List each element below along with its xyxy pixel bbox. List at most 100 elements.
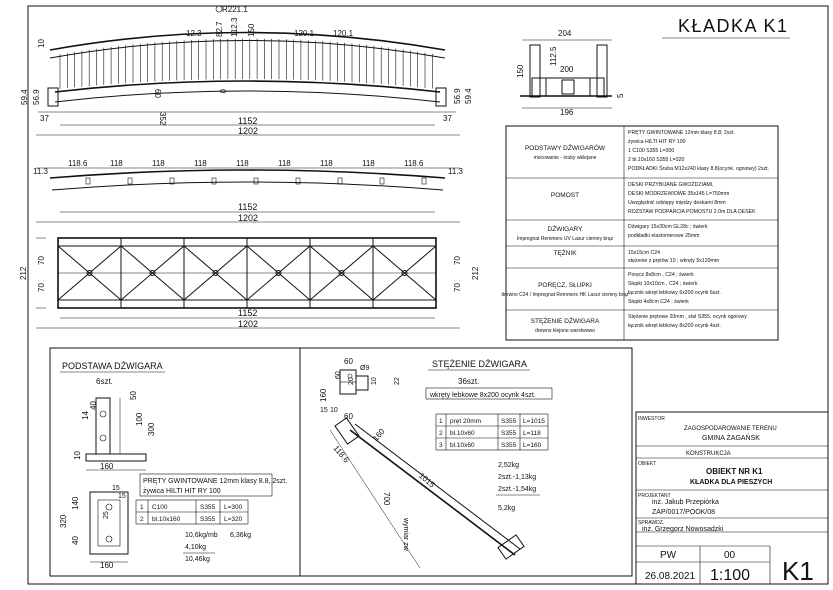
truss-right-3: 70 xyxy=(453,283,462,292)
deck-segment: 118.6 xyxy=(404,159,424,168)
top-radius: R221.1 xyxy=(222,5,248,14)
deck-segment: 118 xyxy=(194,159,207,168)
truss-right-1: 212 xyxy=(471,266,480,280)
tb-object-1: OBIEKT NR K1 xyxy=(706,467,763,476)
spec-line: Uwzględnić odstępy między deskami 8mm xyxy=(628,200,726,206)
spec-label: STĘŻENIE DŹWIGARA xyxy=(531,316,600,325)
brace-part-cell: 2 xyxy=(439,430,443,437)
base-resin: żywica HILTI HIT RY 100 xyxy=(143,488,221,495)
brace-part-cell: 3 xyxy=(439,442,443,449)
brace-side-4: 700 xyxy=(382,492,391,506)
spec-line: DESKI MODRZEWIOWE 35x145 L=750mm xyxy=(628,191,729,197)
base-part-cell: 2 xyxy=(140,516,144,523)
deck-bracket xyxy=(295,177,301,185)
spec-line: 1 C100 S355 L=300 xyxy=(628,148,674,154)
deck-segment: 118 xyxy=(278,159,291,168)
spec-label: PORĘCZ, SŁUPKI xyxy=(538,282,592,289)
truss-left-2: 70 xyxy=(37,256,46,265)
dim-top-6: 120.1 xyxy=(333,29,354,38)
spec-line: łącznik wkręt łebkowy 6x200 ocynk 6szt. xyxy=(628,290,721,296)
brace-part-cell: L=1015 xyxy=(523,418,545,425)
deck-bracket xyxy=(169,177,175,185)
tb-investor-2: GMINA ŻAGAŃSK xyxy=(702,433,760,442)
brace-side-2: 118.6 xyxy=(331,444,351,465)
base-rods: PRĘTY GWINTOWANE 12mm klasy 8.8, 2szt. xyxy=(143,478,287,485)
truss-node xyxy=(212,270,219,276)
brace-part-cell: L=118 xyxy=(523,430,541,437)
base-dim-13: 25 xyxy=(103,511,110,519)
base-weight-4: 10,46kg xyxy=(185,556,210,563)
drawing-title: KŁADKA K1 xyxy=(678,16,789,36)
base-dim-11: 160 xyxy=(100,561,114,570)
deck-bracket xyxy=(211,177,217,185)
truss-diagonal xyxy=(183,245,248,301)
section-post: 112.5 xyxy=(549,46,558,66)
spec-sub: mocowanie - śruby wklejane xyxy=(534,155,597,161)
base-part-cell: L=300 xyxy=(224,504,243,511)
base-part-cell: L=320 xyxy=(224,516,243,523)
deck-segment: 118 xyxy=(152,159,165,168)
tb-number: 00 xyxy=(724,550,736,561)
dim-right-1: 59.4 xyxy=(464,88,473,104)
truss-diagonal xyxy=(372,245,437,301)
base-weight-1: 10,6kg/mb xyxy=(185,532,218,539)
spec-line: Dźwigary 15x30cm GL28c ; świerk xyxy=(628,224,708,230)
brace-side-3: 1015 xyxy=(417,471,437,490)
base-title: PODSTAWA DŹWIGARA xyxy=(62,361,163,371)
spec-sub: Impregnat Remmers UV Lasur ciemny brąz xyxy=(517,236,614,242)
tb-scale: 1:100 xyxy=(710,567,750,584)
elev-span-inner: 1152 xyxy=(238,116,257,126)
base-dim-14: 15 xyxy=(118,493,126,500)
spec-label: POMOST xyxy=(551,192,579,199)
base-part-cell: bl.10x160 xyxy=(152,516,181,523)
spec-line: łącznik wkręt łebkowy 8x200 ocynk 4szt. xyxy=(628,323,721,329)
cross-section-view: 204 200 150 112.5 196 5 xyxy=(516,29,625,117)
base-dim-8: 320 xyxy=(59,514,68,528)
tb-stage: KONSTRUKCJA xyxy=(686,451,731,457)
truss-node xyxy=(86,270,93,276)
truss-diagonal xyxy=(309,245,374,301)
deck-segment: 118.6 xyxy=(68,159,88,168)
spec-label: TĘŻNIK xyxy=(553,248,577,257)
deck-bracket xyxy=(85,177,91,185)
deck-segment: 118 xyxy=(320,159,333,168)
spec-line: 15x15cm C24 xyxy=(628,250,660,256)
deck-bracket xyxy=(421,177,427,185)
brace-dim-5: 22 xyxy=(394,377,401,385)
truss-left-1: 212 xyxy=(19,266,28,280)
brace-part-cell: S355 xyxy=(501,418,517,425)
tb-object-2: KŁADKA DLA PIESZYCH xyxy=(690,479,772,486)
brace-part-cell: 1 xyxy=(439,418,443,425)
spec-sub: drewno C24 / Impregnat Remmers HK Lasur … xyxy=(501,292,629,298)
tb-checker-label: SPRAWDZ. xyxy=(638,520,664,526)
spec-line: Słupki 10x10cm , C24 ; świerk xyxy=(628,281,698,287)
brace-dim-2: Ø9 xyxy=(360,365,369,372)
base-dim-2: 40 xyxy=(89,401,98,410)
brace-part-cell: S355 xyxy=(501,430,517,437)
spec-line: PRĘTY GWINTOWANE 12mm klasy 8.8; 2szt. xyxy=(628,130,735,136)
section-height: 150 xyxy=(516,64,525,78)
details-frame xyxy=(49,347,633,577)
brace-dim-7: 160 xyxy=(319,388,328,402)
dim-top-3: 112.3 xyxy=(230,17,239,37)
tb-sheet-label: PW xyxy=(660,550,677,561)
spec-line: ROZSTAW PODPARCIA POMOSTU 2.0m DLA DESEK xyxy=(628,209,756,215)
dim-left-4: 37 xyxy=(40,114,49,123)
tb-code: K1 xyxy=(782,556,814,586)
deck-bracket xyxy=(253,177,259,185)
spec-line: Poręcz 8x8cm , C24 ; świerk xyxy=(628,272,694,278)
brace-part-cell: pręt 20mm xyxy=(450,418,481,425)
base-weight-2: 6,36kg xyxy=(230,532,251,539)
truss-span-total: 1202 xyxy=(238,319,258,329)
brace-part-cell: L=160 xyxy=(523,442,542,449)
base-dim-7: 160 xyxy=(100,462,114,471)
section-side: 5 xyxy=(616,93,625,98)
base-part-cell: 1 xyxy=(140,504,144,511)
spec-line: DESKI PRZYBIJANE GWOŹDZIAMI, xyxy=(628,181,714,188)
elev-span-total: 1202 xyxy=(238,126,258,136)
section-inner: 200 xyxy=(560,65,574,74)
plan-span-inner: 1152 xyxy=(238,202,257,212)
spec-line: stężenie z prętów 10 ; wkręty 5x120mm xyxy=(628,258,719,264)
brace-weight-3: 2szt.-1,54kg xyxy=(498,486,536,493)
